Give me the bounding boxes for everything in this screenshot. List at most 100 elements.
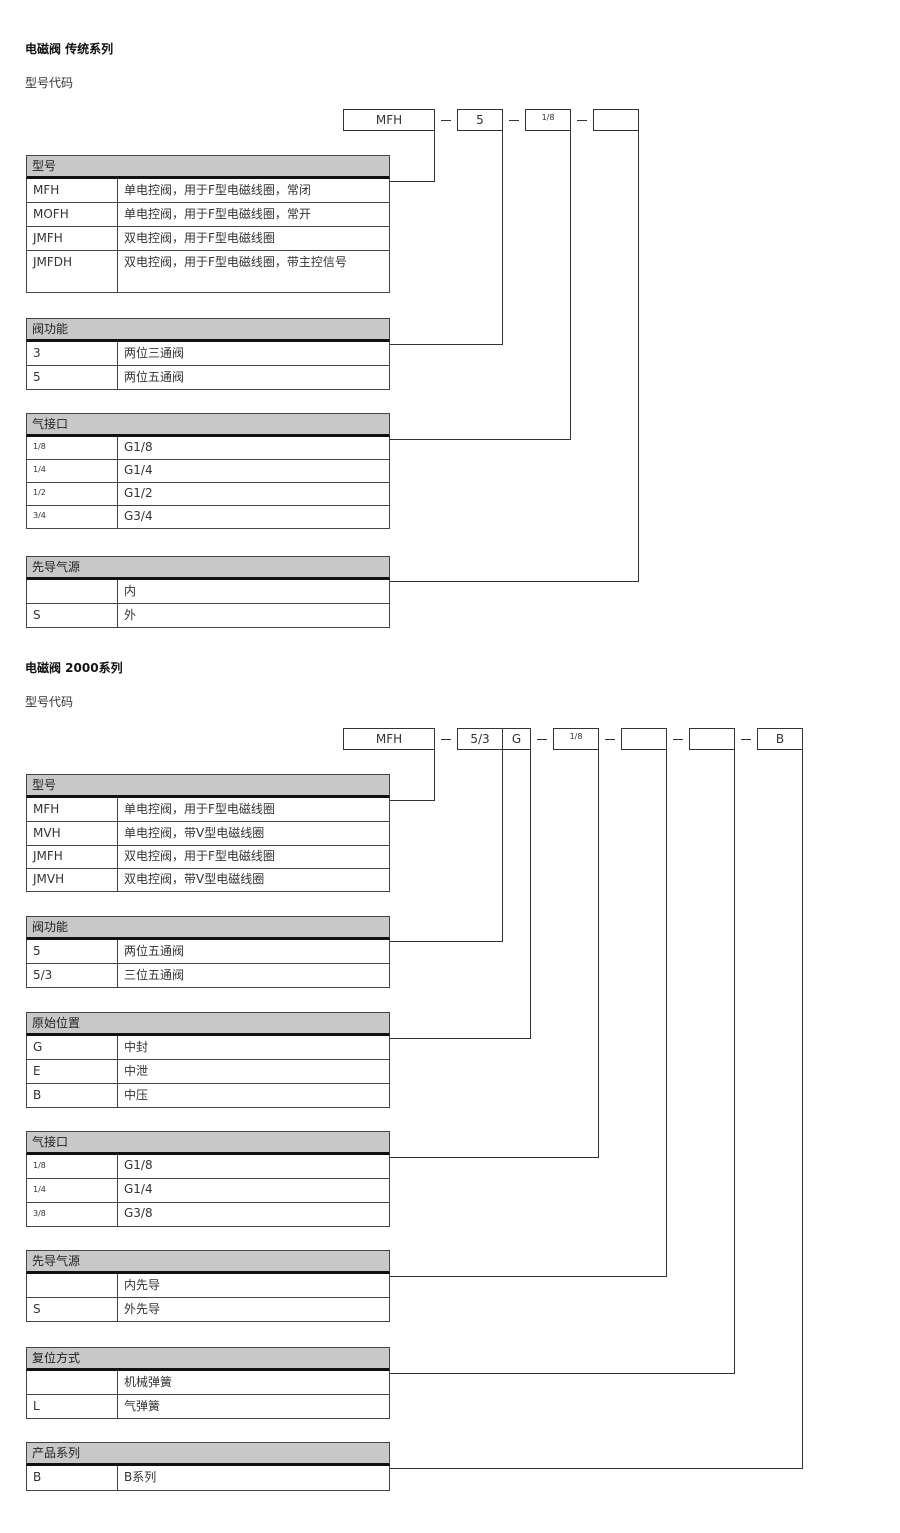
connector-line — [530, 750, 531, 1039]
connector-line — [390, 1276, 667, 1277]
connector-line — [390, 1038, 531, 1039]
code-separator — [577, 120, 587, 121]
row-desc: 双电控阀，用于F型电磁线圈，带主控信号 — [124, 255, 347, 269]
table-row: MOFH 单电控阀，用于F型电磁线圈，常开 — [26, 203, 390, 227]
table-row: JMVH 双电控阀，带V型电磁线圈 — [26, 869, 390, 892]
table-header: 复位方式 — [26, 1347, 390, 1371]
row-desc: 双电控阀，带V型电磁线圈 — [124, 872, 265, 886]
table-row: MFH 单电控阀，用于F型电磁线圈，常闭 — [26, 179, 390, 203]
row-desc: B系列 — [124, 1470, 157, 1484]
table-row: 5 两位五通阀 — [26, 366, 390, 390]
row-desc: 双电控阀，用于F型电磁线圈 — [124, 231, 275, 245]
section-2-subtitle: 型号代码 — [25, 695, 74, 709]
row-desc: 中封 — [124, 1040, 149, 1054]
row-code — [27, 1274, 118, 1297]
row-code — [27, 580, 118, 603]
row-code: L — [27, 1395, 118, 1418]
table-row: MVH 单电控阀，带V型电磁线圈 — [26, 822, 390, 846]
table-row: 1/8 G1/8 — [26, 437, 390, 460]
connector-line — [390, 581, 639, 582]
table-header: 气接口 — [26, 413, 390, 437]
row-code: 1/8 — [27, 437, 118, 459]
table-header: 阀功能 — [26, 318, 390, 342]
row-desc: G1/4 — [124, 1182, 153, 1196]
connector-line — [638, 131, 639, 582]
row-desc: 气弹簧 — [124, 1399, 161, 1413]
row-code: E — [27, 1060, 118, 1083]
row-code: 1/8 — [27, 1155, 118, 1178]
row-desc: 外 — [124, 608, 137, 622]
row-desc: 两位三通阀 — [124, 346, 185, 360]
code-box-model: MFH — [343, 109, 435, 131]
air-port-table: 气接口 1/8 G1/8 1/4 G1/4 3/8 G3/8 — [26, 1131, 390, 1227]
row-desc: 内先导 — [124, 1278, 161, 1292]
row-code: S — [27, 604, 118, 627]
table-row: B 中压 — [26, 1084, 390, 1108]
row-desc: G1/8 — [124, 1158, 153, 1172]
code-box-function: 5/3 — [457, 728, 503, 750]
valve-function-table: 阀功能 3 两位三通阀 5 两位五通阀 — [26, 318, 390, 390]
reset-method-table: 复位方式 机械弹簧 L 气弹簧 — [26, 1347, 390, 1419]
code-box-pilot — [621, 728, 667, 750]
connector-line — [570, 131, 571, 440]
table-row: E 中泄 — [26, 1060, 390, 1084]
code-box-series: B — [757, 728, 803, 750]
row-desc: 单电控阀，带V型电磁线圈 — [124, 826, 265, 840]
table-row: 内先导 — [26, 1274, 390, 1298]
row-code: 5/3 — [27, 964, 118, 987]
row-code — [27, 1371, 118, 1394]
table-header: 先导气源 — [26, 1250, 390, 1274]
row-desc: G1/8 — [124, 440, 153, 454]
row-desc: 中泄 — [124, 1064, 149, 1078]
row-desc: 中压 — [124, 1088, 149, 1102]
section-1-subtitle: 型号代码 — [25, 76, 74, 90]
code-separator — [605, 739, 615, 740]
row-desc: G3/8 — [124, 1206, 153, 1220]
table-row: JMFDH 双电控阀，用于F型电磁线圈，带主控信号 — [26, 251, 390, 293]
air-port-table: 气接口 1/8 G1/8 1/4 G1/4 1/2 G1/2 3/4 G3/4 — [26, 413, 390, 529]
table-row: 机械弹簧 — [26, 1371, 390, 1395]
pilot-source-table: 先导气源 内 S 外 — [26, 556, 390, 628]
row-desc: G1/2 — [124, 486, 153, 500]
connector-line — [802, 750, 803, 1469]
row-desc: 两位五通阀 — [124, 370, 185, 384]
row-code: 3/8 — [27, 1203, 118, 1226]
table-row: 1/2 G1/2 — [26, 483, 390, 506]
connector-line — [390, 1373, 735, 1374]
row-code: 1/4 — [27, 460, 118, 482]
table-row: JMFH 双电控阀，用于F型电磁线圈 — [26, 227, 390, 251]
table-header: 型号 — [26, 155, 390, 179]
connector-line — [734, 750, 735, 1374]
pilot-source-table: 先导气源 内先导 S 外先导 — [26, 1250, 390, 1322]
code-box-pilot — [593, 109, 639, 131]
row-code: 3/4 — [27, 506, 118, 528]
table-row: JMFH 双电控阀，用于F型电磁线圈 — [26, 846, 390, 869]
connector-line — [390, 1468, 803, 1469]
row-desc: 三位五通阀 — [124, 968, 185, 982]
row-desc: 外先导 — [124, 1302, 161, 1316]
table-row: 内 — [26, 580, 390, 604]
connector-line — [502, 131, 503, 345]
connector-line — [390, 181, 435, 182]
model-table: 型号 MFH 单电控阀，用于F型电磁线圈，常闭 MOFH 单电控阀，用于F型电磁… — [26, 155, 390, 293]
section-2-title: 电磁阀 2000系列 — [25, 661, 123, 675]
row-code: MFH — [27, 179, 118, 202]
code-separator — [537, 739, 547, 740]
row-desc: G3/4 — [124, 509, 153, 523]
section-1-title: 电磁阀 传统系列 — [25, 42, 114, 56]
initial-position-table: 原始位置 G 中封 E 中泄 B 中压 — [26, 1012, 390, 1108]
connector-line — [434, 131, 435, 182]
row-desc: 两位五通阀 — [124, 944, 185, 958]
table-row: 3 两位三通阀 — [26, 342, 390, 366]
row-code: MFH — [27, 798, 118, 821]
row-code: MOFH — [27, 203, 118, 226]
table-header: 产品系列 — [26, 1442, 390, 1466]
row-desc: 单电控阀，用于F型电磁线圈，常闭 — [124, 183, 311, 197]
table-header: 原始位置 — [26, 1012, 390, 1036]
table-row: G 中封 — [26, 1036, 390, 1060]
table-row: 3/4 G3/4 — [26, 506, 390, 529]
model-table: 型号 MFH 单电控阀，用于F型电磁线圈 MVH 单电控阀，带V型电磁线圈 JM… — [26, 774, 390, 892]
table-row: 5/3 三位五通阀 — [26, 964, 390, 988]
table-row: 1/8 G1/8 — [26, 1155, 390, 1179]
connector-line — [390, 800, 435, 801]
